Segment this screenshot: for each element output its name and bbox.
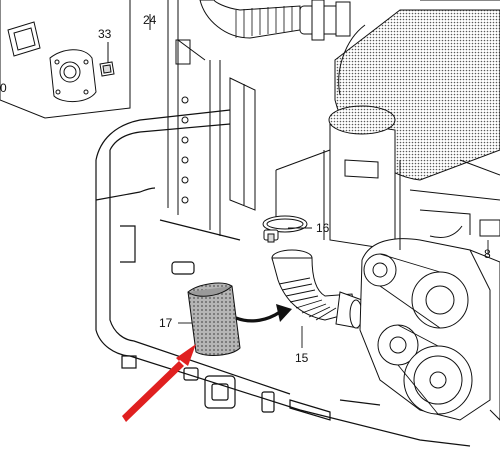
lower-hose-15 bbox=[271, 249, 363, 329]
callout-24: 24 bbox=[143, 13, 157, 27]
red-pointer-arrow-icon bbox=[122, 344, 196, 422]
hose-clamp-16 bbox=[262, 215, 308, 243]
callout-8: 8 bbox=[484, 247, 491, 261]
right-bracket bbox=[399, 159, 500, 250]
radiator-frame bbox=[167, 0, 256, 236]
mounting-plate bbox=[49, 49, 97, 102]
bolt-33-icon bbox=[99, 61, 115, 77]
machine-body bbox=[95, 109, 471, 447]
filter-sock-17 bbox=[187, 282, 241, 356]
engine-block bbox=[359, 238, 500, 421]
callout-15: 15 bbox=[295, 351, 309, 365]
precleaner-bowl bbox=[323, 105, 396, 251]
upper-hose bbox=[199, 0, 351, 41]
install-arrow-icon bbox=[235, 304, 292, 323]
callout-17: 17 bbox=[159, 316, 173, 330]
callout-16: 16 bbox=[316, 221, 330, 235]
frame-holes bbox=[181, 96, 189, 204]
leader-lines bbox=[178, 227, 489, 348]
inset-panel bbox=[0, 0, 151, 119]
callout-0: 0 bbox=[0, 81, 7, 95]
callout-33: 33 bbox=[98, 27, 112, 41]
